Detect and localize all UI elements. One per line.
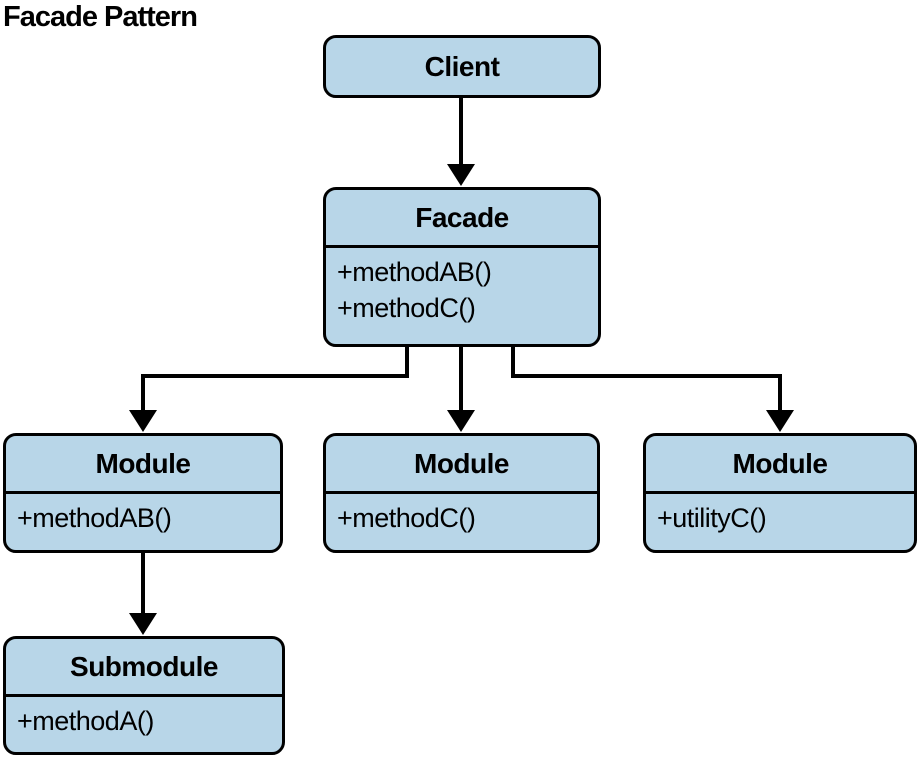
node-module-center: Module +methodC() xyxy=(323,433,600,553)
diagram-title: Facade Pattern xyxy=(3,1,198,33)
edge-facade-moduleleft-arrowhead xyxy=(129,410,157,432)
edge-facade-moduleright-stub xyxy=(511,345,515,378)
node-submodule-label: Submodule xyxy=(6,639,282,697)
node-module-center-methods: +methodC() xyxy=(326,494,597,536)
node-module-left-methods: +methodAB() xyxy=(6,494,280,536)
node-module-right-method-1: +utilityC() xyxy=(657,503,767,533)
node-module-right-methods: +utilityC() xyxy=(646,494,914,536)
node-module-right: Module +utilityC() xyxy=(643,433,917,553)
node-client: Client xyxy=(323,35,601,98)
edge-facade-modulecenter-arrowhead xyxy=(447,410,475,432)
node-module-right-label: Module xyxy=(646,436,914,494)
edge-facade-moduleleft-stub xyxy=(405,345,409,378)
node-module-center-label: Module xyxy=(326,436,597,494)
node-submodule-methods: +methodA() xyxy=(6,697,282,739)
node-facade-label: Facade xyxy=(326,190,598,248)
node-facade: Facade +methodAB() +methodC() xyxy=(323,187,601,347)
edge-moduleleft-submodule-arrowhead xyxy=(129,613,157,635)
node-facade-method-2: +methodC() xyxy=(337,293,476,323)
edge-facade-moduleright-arrowhead xyxy=(766,410,794,432)
node-module-center-method-1: +methodC() xyxy=(337,503,476,533)
node-submodule: Submodule +methodA() xyxy=(3,636,285,755)
edge-moduleleft-submodule-line xyxy=(141,553,145,614)
node-module-left: Module +methodAB() xyxy=(3,433,283,553)
edge-facade-moduleleft-vline xyxy=(141,374,145,412)
edge-client-facade-line xyxy=(459,97,463,165)
edge-facade-moduleleft-hline xyxy=(141,374,409,378)
node-facade-methods: +methodAB() +methodC() xyxy=(326,248,598,326)
edge-client-facade-arrowhead xyxy=(447,164,475,186)
edge-facade-modulecenter-line xyxy=(459,345,463,411)
edge-facade-moduleright-hline xyxy=(511,374,782,378)
edge-facade-moduleright-vline xyxy=(778,374,782,412)
node-submodule-method-1: +methodA() xyxy=(17,706,154,736)
node-module-left-label: Module xyxy=(6,436,280,494)
node-facade-method-1: +methodAB() xyxy=(337,257,492,287)
node-client-label: Client xyxy=(424,50,500,82)
node-module-left-method-1: +methodAB() xyxy=(17,503,172,533)
